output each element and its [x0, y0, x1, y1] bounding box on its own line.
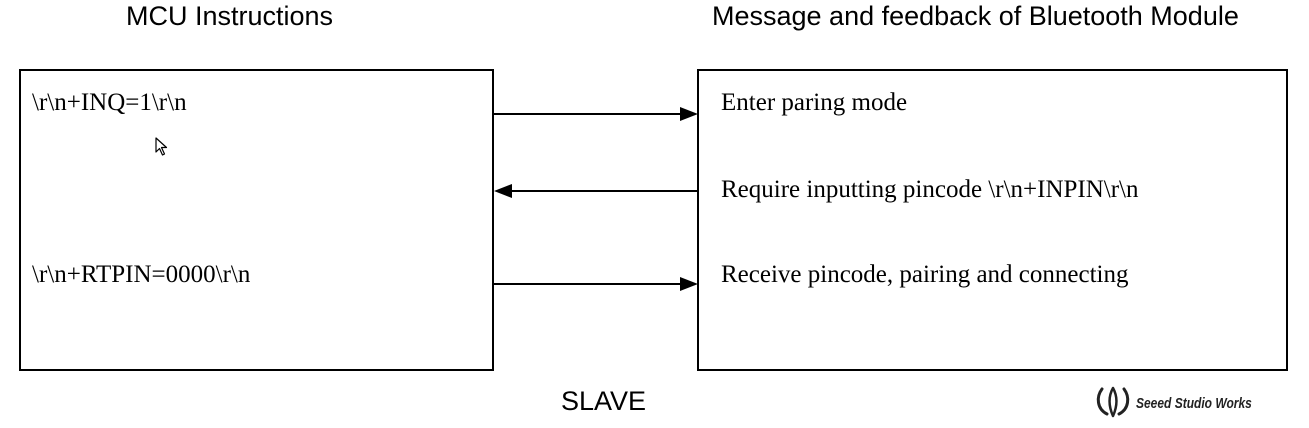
- seeed-logo-icon: [1096, 386, 1130, 418]
- mcu-instruction-rtpin: \r\n+RTPIN=0000\r\n: [32, 261, 251, 288]
- mcu-instructions-heading: MCU Instructions: [126, 1, 334, 31]
- module-message-enter-pairing: Enter paring mode: [721, 89, 908, 116]
- mcu-instruction-inq: \r\n+INQ=1\r\n: [32, 89, 187, 116]
- mcu-instructions-box: [19, 69, 494, 371]
- brand-text: Seeed Studio Works: [1136, 395, 1252, 412]
- bluetooth-module-box: [697, 69, 1288, 371]
- mouse-pointer-icon: [155, 137, 168, 156]
- slave-label: SLAVE: [561, 386, 647, 416]
- arrow-inq-to-module: [494, 107, 698, 121]
- bluetooth-module-heading: Message and feedback of Bluetooth Module: [712, 1, 1239, 31]
- module-message-receive-pincode: Receive pincode, pairing and connecting: [721, 261, 1129, 288]
- module-message-require-pincode: Require inputting pincode \r\n+INPIN\r\n: [721, 176, 1139, 203]
- arrow-pincode-request-to-mcu: [494, 184, 697, 198]
- arrow-rtpin-to-module: [494, 277, 698, 291]
